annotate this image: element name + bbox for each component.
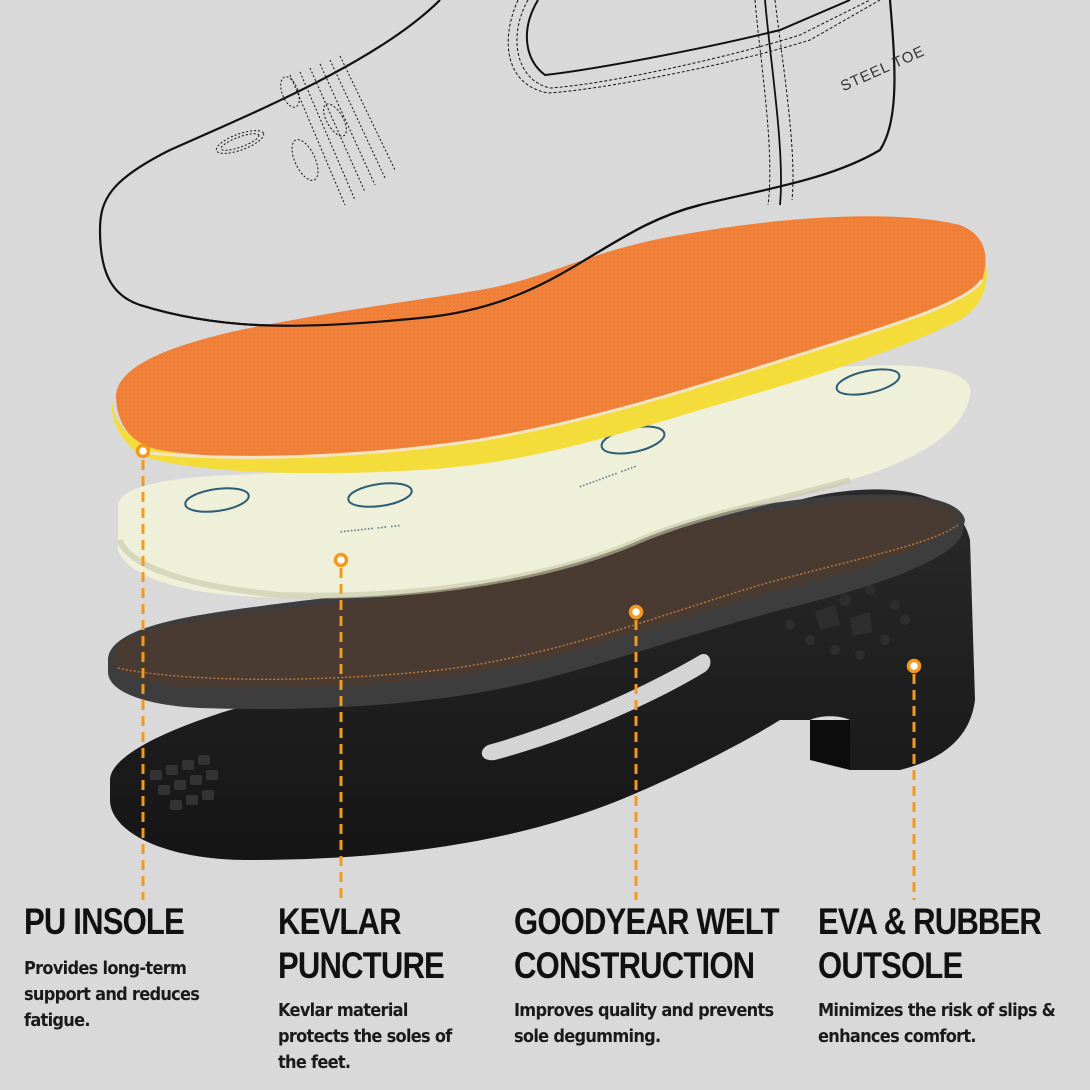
feature-title-line1: GOODYEAR WELT	[514, 901, 780, 942]
callout-lines	[141, 460, 916, 900]
feature-title-line1: KEVLAR	[278, 901, 402, 942]
feature-description: Provides long-term support and reduces f…	[24, 958, 200, 1031]
feature-title: PU INSOLE	[24, 901, 185, 942]
feature-title-line2: CONSTRUCTION	[514, 945, 755, 986]
callout-dot-goodyear	[628, 604, 644, 620]
boot-outline-sole-line	[139, 203, 701, 327]
callout-dots	[135, 443, 922, 674]
feature-title-line2: OUTSOLE	[818, 945, 963, 986]
toe-tread-pattern	[150, 755, 218, 810]
feature-description: Improves quality and prevents sole degum…	[514, 1000, 774, 1047]
feature-title-line2: PUNCTURE	[278, 945, 445, 986]
feature-eva-rubber-outsole: EVA & RUBBER OUTSOLE Minimizes the risk …	[818, 900, 1084, 1050]
feature-goodyear-welt: GOODYEAR WELT CONSTRUCTION Improves qual…	[514, 900, 829, 1050]
feature-pu-insole: PU INSOLE Provides long-term support and…	[24, 900, 239, 1034]
kevlar-midsole: ·········· ··· ··· ············ ·····	[117, 365, 971, 599]
pu-insole	[111, 216, 987, 474]
goodyear-welt-sole	[108, 494, 965, 710]
callout-dot-pu-insole	[135, 443, 151, 459]
feature-title-line1: EVA & RUBBER	[818, 901, 1042, 942]
feature-kevlar-puncture: KEVLAR PUNCTURE Kevlar material protects…	[278, 900, 478, 1076]
feature-description: Minimizes the risk of slips & enhances c…	[818, 1000, 1056, 1047]
callout-dot-eva-rubber	[906, 658, 922, 674]
callout-dot-kevlar	[333, 552, 349, 568]
feature-description: Kevlar material protects the soles of th…	[278, 1000, 452, 1073]
